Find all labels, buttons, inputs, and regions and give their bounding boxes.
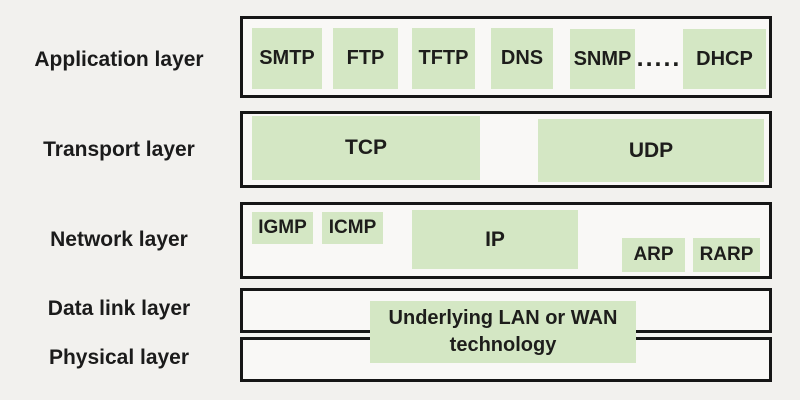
label-physical-layer: Physical layer	[48, 346, 190, 369]
ellipsis-dots: .....	[636, 44, 682, 72]
protocol-chip-dhcp: DHCP	[683, 29, 766, 89]
protocol-chip-icmp: ICMP	[322, 212, 383, 244]
protocol-chip-igmp: IGMP	[252, 212, 313, 244]
label-transport-layer: Transport layer	[43, 138, 195, 161]
protocol-chip-ftp: FTP	[333, 28, 398, 89]
protocol-chip-tftp: TFTP	[412, 28, 475, 89]
label-data-link-layer: Data link layer	[47, 297, 191, 320]
protocol-chip-dns: DNS	[491, 28, 553, 89]
underlying-technology-line2: technology	[449, 334, 557, 356]
underlying-technology-line1: Underlying LAN or WAN	[388, 307, 618, 329]
protocol-chip-arp: ARP	[622, 238, 685, 272]
protocol-chip-snmp: SNMP	[570, 29, 635, 89]
protocol-chip-udp: UDP	[538, 119, 764, 182]
underlying-technology-box: Underlying LAN or WAN technology	[370, 301, 636, 363]
protocol-chip-smtp: SMTP	[252, 28, 322, 89]
protocol-chip-rarp: RARP	[693, 238, 760, 272]
protocol-chip-ip: IP	[412, 210, 578, 269]
label-application-layer: Application layer	[34, 48, 204, 71]
protocol-chip-tcp: TCP	[252, 116, 480, 180]
label-network-layer: Network layer	[50, 228, 188, 251]
